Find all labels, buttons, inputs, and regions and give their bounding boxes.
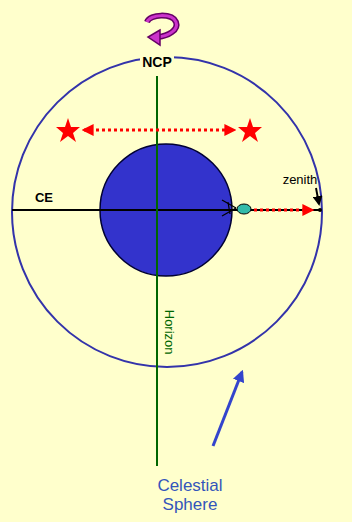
pole-label: NCP (140, 55, 174, 70)
zenith-label: zenith (283, 173, 318, 187)
star (56, 118, 80, 142)
sphere-pointer (213, 372, 242, 446)
rotation-arc-fill (147, 16, 177, 37)
rotation-arrow (147, 16, 177, 45)
star-motion-arrow (84, 129, 234, 132)
observer-figure (222, 200, 251, 216)
zenith-point (318, 208, 322, 212)
zenith-direction-arrow (254, 209, 312, 212)
sphere-label: Celestial Sphere (140, 477, 240, 514)
equator-label: CE (35, 191, 53, 205)
rotation-head (148, 30, 160, 45)
star (238, 118, 262, 142)
celestial-sphere (12, 57, 322, 367)
horizon-line (156, 76, 158, 466)
zenith-pointer (316, 188, 319, 204)
celestial-equator-line (12, 209, 320, 211)
rotation-arc (147, 16, 177, 37)
horizon-label: Horizon (161, 310, 175, 355)
